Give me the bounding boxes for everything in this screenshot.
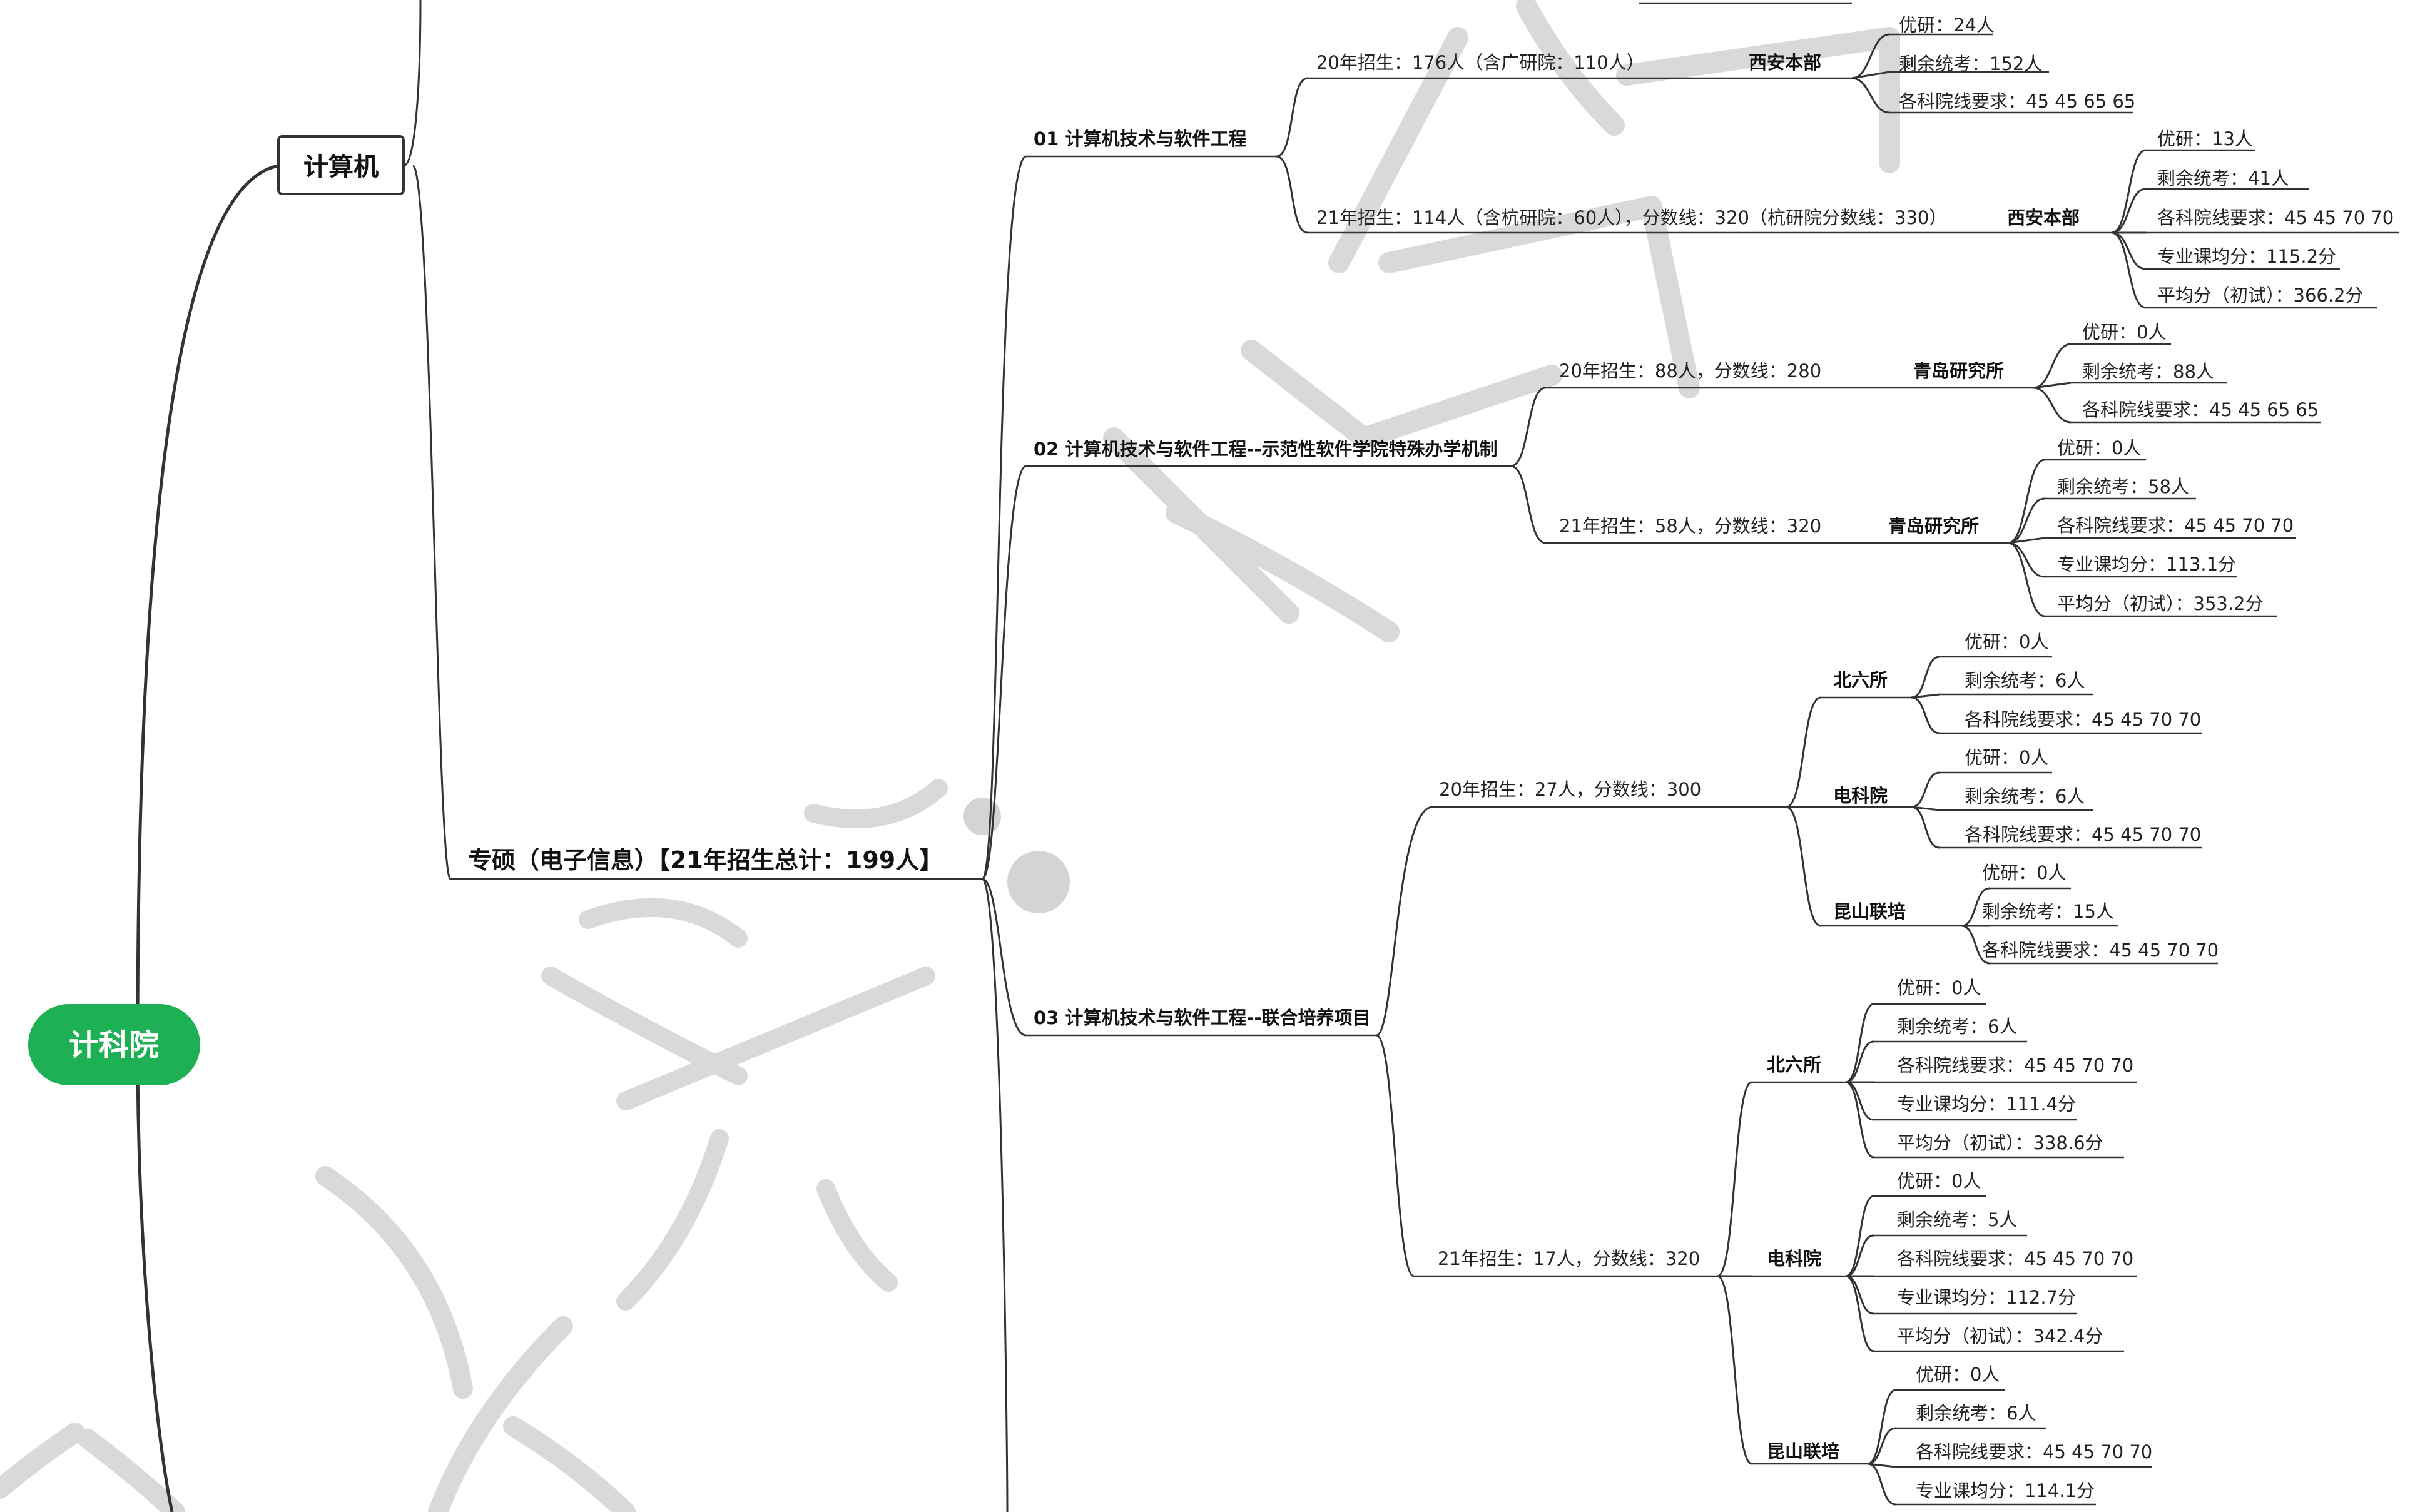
root-label: 计科院 [69,1028,159,1063]
p02-y20-campus: 青岛研究所 [1913,360,2004,382]
p03-y21-c1-item-3: 专业课均分：112.7分 [1897,1287,2076,1308]
program-03-label[interactable]: 03 计算机技术与软件工程--联合培养项目 [1034,1007,1371,1028]
p03-y20-c0-item-0: 优研：0人 [1965,631,2048,652]
p01-y21-item-4: 平均分（初试）：366.2分 [2157,285,2364,306]
p01-y20-item-1: 剩余统考：152人 [1899,53,2042,74]
trunk-lines [136,0,1852,1512]
p03-y21-c2-item-1: 剩余统考：6人 [1916,1403,2036,1424]
p01-y21-item-0: 优研：13人 [2157,128,2253,150]
p03-y20-c1-item-0: 优研：0人 [1965,747,2048,768]
program-01: 01 计算机技术与软件工程 20年招生：176人（含广研院：110人） 西安本部… [1026,14,2399,309]
p01-y20-campus: 西安本部 [1749,52,1821,73]
p03-y21-c2-item-0: 优研：0人 [1916,1364,2000,1385]
p02-y20-item-1: 剩余统考：88人 [2082,361,2214,382]
program-01-label[interactable]: 01 计算机技术与软件工程 [1034,128,1246,150]
p01-y21-item-2: 各科院线要求：45 45 70 70 [2157,207,2394,228]
p02-y20-label: 20年招生：88人，分数线：280 [1559,360,1821,382]
p02-y21-item-3: 专业课均分：113.1分 [2057,554,2236,575]
p03-y21-c0-item-1: 剩余统考：6人 [1897,1016,2017,1037]
p03-y21-c0-item-3: 专业课均分：111.4分 [1897,1093,2076,1115]
p03-y21-c1-item-4: 平均分（初试）：342.4分 [1897,1326,2103,1347]
category-label[interactable]: 专硕（电子信息）【21年招生总计：199人】 [468,846,943,874]
p03-y21-campus-2: 昆山联培 [1767,1441,1839,1462]
p03-y20-c2-item-0: 优研：0人 [1982,862,2066,883]
p03-y21-c0-item-0: 优研：0人 [1897,977,1981,998]
p01-y20-item-0: 优研：24人 [1899,14,1995,36]
p01-y21-item-3: 专业课均分：115.2分 [2157,246,2336,267]
program-02: 02 计算机技术与软件工程--示范性软件学院特殊办学机制 20年招生：88人，分… [1026,322,2321,617]
watermark [0,0,1900,1512]
p02-y21-campus: 青岛研究所 [1888,515,1979,537]
p03-y21-campus-0: 北六所 [1767,1054,1821,1075]
p03-y21-c2-item-3: 专业课均分：114.1分 [1916,1480,2095,1501]
p03-y21-c1-item-0: 优研：0人 [1897,1170,1981,1192]
root-node[interactable]: 计科院 [28,1004,200,1085]
p03-y20-campus-2: 昆山联培 [1833,901,1906,922]
p03-y20-c0-item-1: 剩余统考：6人 [1965,670,2085,691]
p01-y21-label: 21年招生：114人（含杭研院：60人），分数线：320（杭研院分数线：330） [1316,207,1947,228]
p03-y21-c1-item-2: 各科院线要求：45 45 70 70 [1897,1248,2133,1269]
p02-y21-item-0: 优研：0人 [2057,437,2141,459]
branch-label: 计算机 [303,153,379,181]
branch-node-computer[interactable]: 计算机 [277,135,405,195]
p03-y21-c0-item-4: 平均分（初试）：338.6分 [1897,1132,2103,1154]
program-03: 03 计算机技术与软件工程--联合培养项目 20年招生：27人，分数线：300 … [1026,631,2219,1506]
p02-y21-item-1: 剩余统考：58人 [2057,476,2189,497]
p03-y21-label: 21年招生：17人，分数线：320 [1438,1248,1700,1269]
p02-y21-item-4: 平均分（初试）：353.2分 [2057,593,2264,614]
p01-y21-campus: 西安本部 [2007,207,2080,228]
p03-y21-c2-item-2: 各科院线要求：45 45 70 70 [1916,1441,2152,1463]
p03-y21-c0-item-2: 各科院线要求：45 45 70 70 [1897,1055,2133,1076]
p03-y20-c2-item-1: 剩余统考：15人 [1982,901,2114,922]
p03-y20-c1-item-2: 各科院线要求：45 45 70 70 [1965,824,2201,845]
program-02-label[interactable]: 02 计算机技术与软件工程--示范性软件学院特殊办学机制 [1034,439,1498,460]
p03-y20-c0-item-2: 各科院线要求：45 45 70 70 [1965,709,2201,730]
p03-y21-campus-1: 电科院 [1767,1248,1821,1269]
p02-y21-label: 21年招生：58人，分数线：320 [1559,515,1821,537]
p01-y20-item-2: 各科院线要求：45 45 65 65 [1899,91,2135,112]
p03-y20-c2-item-2: 各科院线要求：45 45 70 70 [1982,940,2219,961]
p01-y21-item-1: 剩余统考：41人 [2157,168,2289,189]
p03-y21-c1-item-1: 剩余统考：5人 [1897,1209,2017,1230]
p02-y20-item-0: 优研：0人 [2082,322,2166,343]
p02-y21-item-2: 各科院线要求：45 45 70 70 [2057,515,2294,536]
p03-y20-label: 20年招生：27人，分数线：300 [1439,779,1701,800]
p01-y20-label: 20年招生：176人（含广研院：110人） [1316,52,1645,73]
p03-y20-c1-item-1: 剩余统考：6人 [1965,786,2085,807]
p03-y20-campus-1: 电科院 [1833,785,1888,806]
p02-y20-item-2: 各科院线要求：45 45 65 65 [2082,399,2319,420]
p03-y20-campus-0: 北六所 [1833,669,1888,691]
